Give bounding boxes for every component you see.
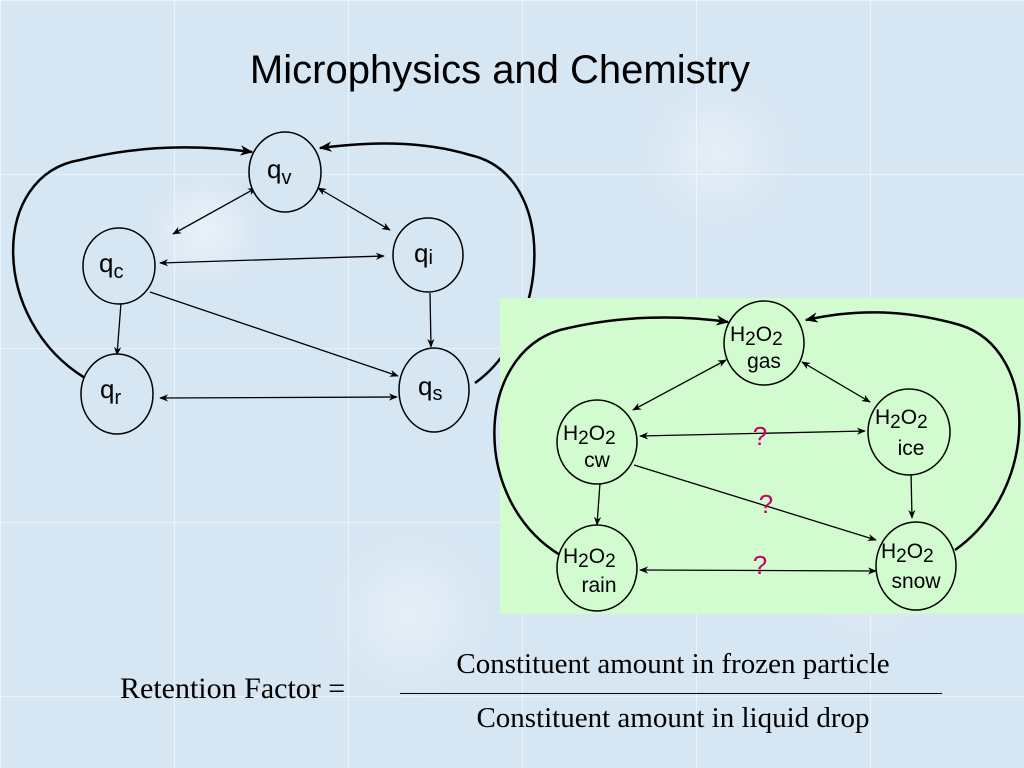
- node-qv: [248, 131, 322, 213]
- label-qi: qi: [414, 238, 433, 269]
- chem-label-gas-species: H2O2: [730, 323, 783, 350]
- chem-loop-right-arrow: [804, 311, 1021, 552]
- unknown-mark-cw-snow: ?: [759, 489, 773, 519]
- loop-left-arrow: [11, 145, 254, 380]
- chem-loop-left-arrow: [493, 315, 730, 557]
- chem-node-ice: [867, 388, 951, 476]
- arrow-qr-qs: [159, 393, 398, 402]
- label-qr: qr: [100, 374, 121, 409]
- chemistry-diagram: [493, 300, 1021, 612]
- chem-label-cw-species: H2O2: [563, 422, 616, 449]
- chem-arrow-cw-ice: [639, 427, 866, 440]
- node-qs: [398, 347, 470, 433]
- chem-arrow-ice-snow: [908, 471, 916, 519]
- microphysics-diagram: [11, 131, 536, 435]
- chem-node-gas: [723, 300, 805, 386]
- chem-label-gas-phase: gas: [747, 350, 781, 373]
- chem-node-rain: [556, 524, 638, 612]
- fraction-bar: [400, 693, 942, 694]
- formula-denominator: Constituent amount in liquid drop: [476, 702, 870, 734]
- node-qi: [392, 217, 464, 293]
- retention-factor-formula: Retention Factor = Constituent amount in…: [120, 648, 950, 748]
- unknown-mark-rain-snow: ?: [753, 550, 767, 580]
- formula-lhs: Retention Factor =: [120, 672, 346, 705]
- unknown-marks: ? ? ?: [753, 421, 773, 580]
- arrow-qc-qr: [114, 302, 122, 356]
- chem-label-ice-phase: ice: [898, 437, 925, 460]
- formula-numerator: Constituent amount in frozen particle: [456, 648, 890, 680]
- unknown-mark-cw-ice: ?: [753, 421, 767, 451]
- chem-arrow-cw-snow: [633, 464, 877, 542]
- chem-arrow-gas-ice: [801, 361, 871, 403]
- chem-arrow-rain-snow: [639, 566, 877, 575]
- chem-label-snow-phase: snow: [891, 570, 941, 593]
- chemistry-labels: H2O2 gas H2O2 cw H2O2 ice H2O2 rain H2O2…: [563, 323, 941, 597]
- arrow-qv-qi: [317, 187, 391, 231]
- chem-label-cw-phase: cw: [584, 449, 611, 472]
- slide-title: Microphysics and Chemistry: [249, 48, 751, 92]
- label-qv: qv: [267, 154, 291, 189]
- chem-node-cw: [556, 399, 638, 485]
- chem-arrow-gas-cw: [632, 359, 727, 411]
- chem-node-snow: [875, 521, 957, 611]
- node-qc: [82, 227, 156, 305]
- chem-label-rain-species: H2O2: [563, 545, 616, 572]
- label-qs: qs: [418, 371, 442, 405]
- arrow-qc-qi: [159, 252, 385, 267]
- arrow-qc-qs: [149, 291, 399, 377]
- chem-label-snow-species: H2O2: [881, 540, 934, 567]
- node-qr: [80, 353, 154, 435]
- arrow-qi-qs: [427, 292, 435, 348]
- chem-label-ice-species: H2O2: [875, 406, 928, 433]
- arrow-qv-qc: [172, 187, 257, 235]
- chem-arrow-cw-rain: [593, 482, 602, 526]
- chem-label-rain-phase: rain: [581, 574, 616, 597]
- label-qc: qc: [99, 248, 123, 283]
- microphysics-labels: qv qc qi qr qs: [99, 154, 442, 409]
